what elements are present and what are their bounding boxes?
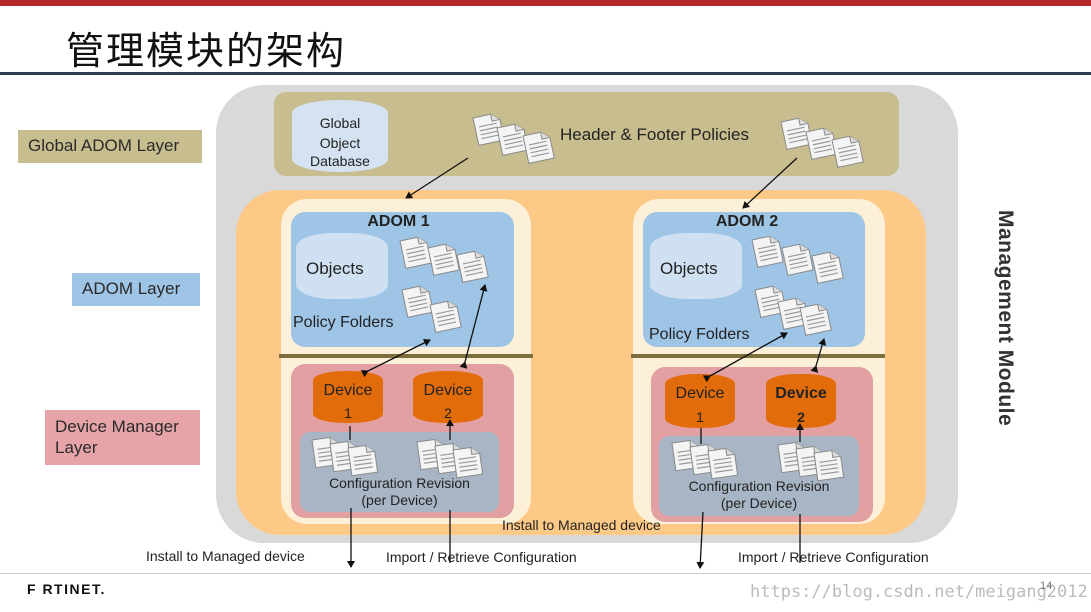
- adom1-device1-label: Device: [323, 382, 373, 399]
- adom2-objects-icon: [650, 233, 742, 299]
- watermark-url: https://blog.csdn.net/meigang2012: [750, 582, 1088, 602]
- adom1-device2-number: 2: [444, 405, 452, 421]
- global-object-database-icon: [292, 100, 388, 172]
- adom1-objects-icon: [296, 233, 388, 299]
- global-db-line1: Global: [319, 115, 361, 131]
- adom1-device2-icon: [413, 371, 483, 423]
- adom2-objects-label: Objects: [660, 259, 718, 278]
- fortinet-logo-text: F RTINET.: [27, 581, 106, 597]
- arrow-adom2-policy-device1: [702, 332, 788, 383]
- adom1-device1-number: 1: [344, 405, 352, 421]
- device-manager-layer-label: Device Manager Layer: [45, 410, 200, 465]
- install-label-left: Install to Managed device: [146, 548, 305, 564]
- adom1-config-docs: [311, 435, 484, 479]
- adom2-device1-icon: [665, 374, 735, 428]
- adom2-config-line1: Configuration Revision: [688, 478, 830, 494]
- arrow-global-to-adom2: [742, 157, 798, 209]
- title-accent-bar: [0, 0, 1091, 6]
- adom2-device2-icon: [766, 374, 836, 428]
- adom1-policy-folders-label: Policy Folders: [293, 314, 394, 331]
- management-module-label: Management Module: [994, 210, 1017, 427]
- adom1-objects-label: Objects: [306, 259, 364, 278]
- arrow-adom1-policy-device2: [459, 284, 488, 369]
- adom2-config-line2: (per Device): [720, 495, 798, 511]
- arrow-global-to-adom1: [405, 157, 469, 199]
- adom1-config-line2: (per Device): [361, 492, 438, 508]
- global-db-line3: Database: [310, 153, 370, 169]
- header-footer-policies-label: Header & Footer Policies: [560, 125, 749, 144]
- page-number: 14: [1040, 580, 1053, 592]
- adom2-device1-label: Device: [675, 385, 725, 402]
- adom-layer-label: ADOM Layer: [72, 273, 200, 306]
- arrow-adom1-policy-device1: [360, 339, 431, 378]
- adom2-device2-number: 2: [797, 409, 805, 425]
- adom2-policy-docs: [751, 233, 844, 336]
- global-policy-docs-right: [780, 115, 864, 168]
- title-rule: [0, 72, 1091, 75]
- import-label-left: Import / Retrieve Configuration: [386, 549, 577, 565]
- adom1-device1-icon: [313, 371, 383, 423]
- arrow-adom2-policy-device2: [810, 338, 827, 373]
- slide-title: 管理模块的架构: [66, 29, 347, 73]
- adom2-device2-label: Device: [775, 385, 827, 402]
- management-module-label-wrap: Management Module: [963, 210, 1023, 450]
- adom2-device1-number: 1: [696, 409, 704, 425]
- global-adom-layer-label: Global ADOM Layer: [18, 130, 202, 163]
- install-label-center: Install to Managed device: [502, 517, 661, 533]
- arrow-install-right: [696, 511, 705, 569]
- global-policy-docs-left: [472, 111, 555, 164]
- adom1-policy-docs: [399, 234, 489, 333]
- adom1-device2-label: Device: [423, 382, 473, 399]
- global-db-line2: Object: [319, 135, 361, 151]
- import-label-right: Import / Retrieve Configuration: [738, 549, 929, 565]
- adom2-config-docs: [671, 438, 845, 482]
- adom1-config-line1: Configuration Revision: [329, 475, 470, 491]
- footer-rule: [0, 573, 1091, 574]
- adom1-title: ADOM 1: [367, 213, 430, 230]
- adom2-title: ADOM 2: [715, 213, 779, 230]
- fortinet-logo: F RTINET.: [27, 581, 106, 597]
